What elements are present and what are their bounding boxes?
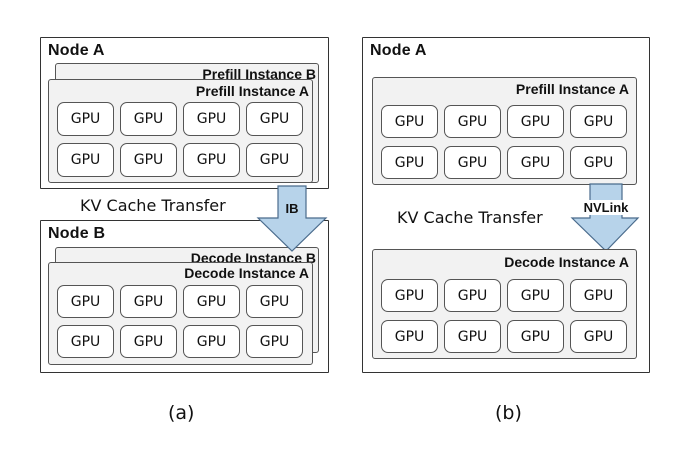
decode-instance-a-label: Decode Instance A [184, 265, 309, 281]
gpu-chip: GPU [246, 285, 303, 318]
gpu-chip: GPU [246, 102, 303, 136]
node-a-title-b: Node A [370, 42, 427, 59]
gpu-chip: GPU [381, 320, 438, 353]
gpu-chip: GPU [183, 285, 240, 318]
gpu-chip: GPU [570, 279, 627, 312]
ib-arrow-shape [256, 185, 328, 252]
gpu-chip: GPU [381, 146, 438, 179]
gpu-chip: GPU [183, 325, 240, 358]
gpu-chip: GPU [444, 146, 501, 179]
decode-instance-a-label-b: Decode Instance A [504, 254, 629, 270]
gpu-chip: GPU [120, 143, 177, 177]
gpu-chip: GPU [120, 285, 177, 318]
gpu-chip: GPU [507, 320, 564, 353]
gpu-chip: GPU [570, 146, 627, 179]
gpu-chip: GPU [120, 325, 177, 358]
nvlink-down-arrow [570, 183, 640, 252]
gpu-chip: GPU [570, 320, 627, 353]
gpu-chip: GPU [120, 102, 177, 136]
ib-label: IB [285, 201, 299, 216]
gpu-chip: GPU [57, 143, 114, 177]
gpu-chip: GPU [444, 320, 501, 353]
gpu-chip: GPU [381, 105, 438, 138]
gpu-chip: GPU [507, 146, 564, 179]
caption-b: (b) [495, 402, 522, 424]
prefill-instance-a-label: Prefill Instance A [195, 83, 309, 99]
gpu-chip: GPU [507, 105, 564, 138]
nvlink-label: NVLink [577, 200, 635, 215]
gpu-chip: GPU [507, 279, 564, 312]
gpu-chip: GPU [57, 325, 114, 358]
nvlink-arrow-shape [570, 183, 640, 252]
caption-a: (a) [168, 402, 195, 424]
gpu-chip: GPU [183, 143, 240, 177]
gpu-chip: GPU [246, 143, 303, 177]
prefill-instance-a-label-b: Prefill Instance A [515, 81, 629, 97]
decode-instance-b-label: Decode Instance B [190, 250, 316, 266]
gpu-chip: GPU [570, 105, 627, 138]
prefill-instance-b-label: Prefill Instance B [202, 66, 316, 82]
kv-cache-transfer-label: KV Cache Transfer [80, 196, 226, 215]
node-b-title: Node B [48, 225, 106, 242]
gpu-chip: GPU [246, 325, 303, 358]
gpu-chip: GPU [444, 105, 501, 138]
gpu-chip: GPU [57, 102, 114, 136]
ib-down-arrow [256, 185, 328, 252]
gpu-chip: GPU [57, 285, 114, 318]
kv-cache-transfer-label-b: KV Cache Transfer [397, 208, 543, 227]
node-a-title: Node A [48, 42, 105, 59]
gpu-chip: GPU [381, 279, 438, 312]
gpu-chip: GPU [444, 279, 501, 312]
gpu-chip: GPU [183, 102, 240, 136]
